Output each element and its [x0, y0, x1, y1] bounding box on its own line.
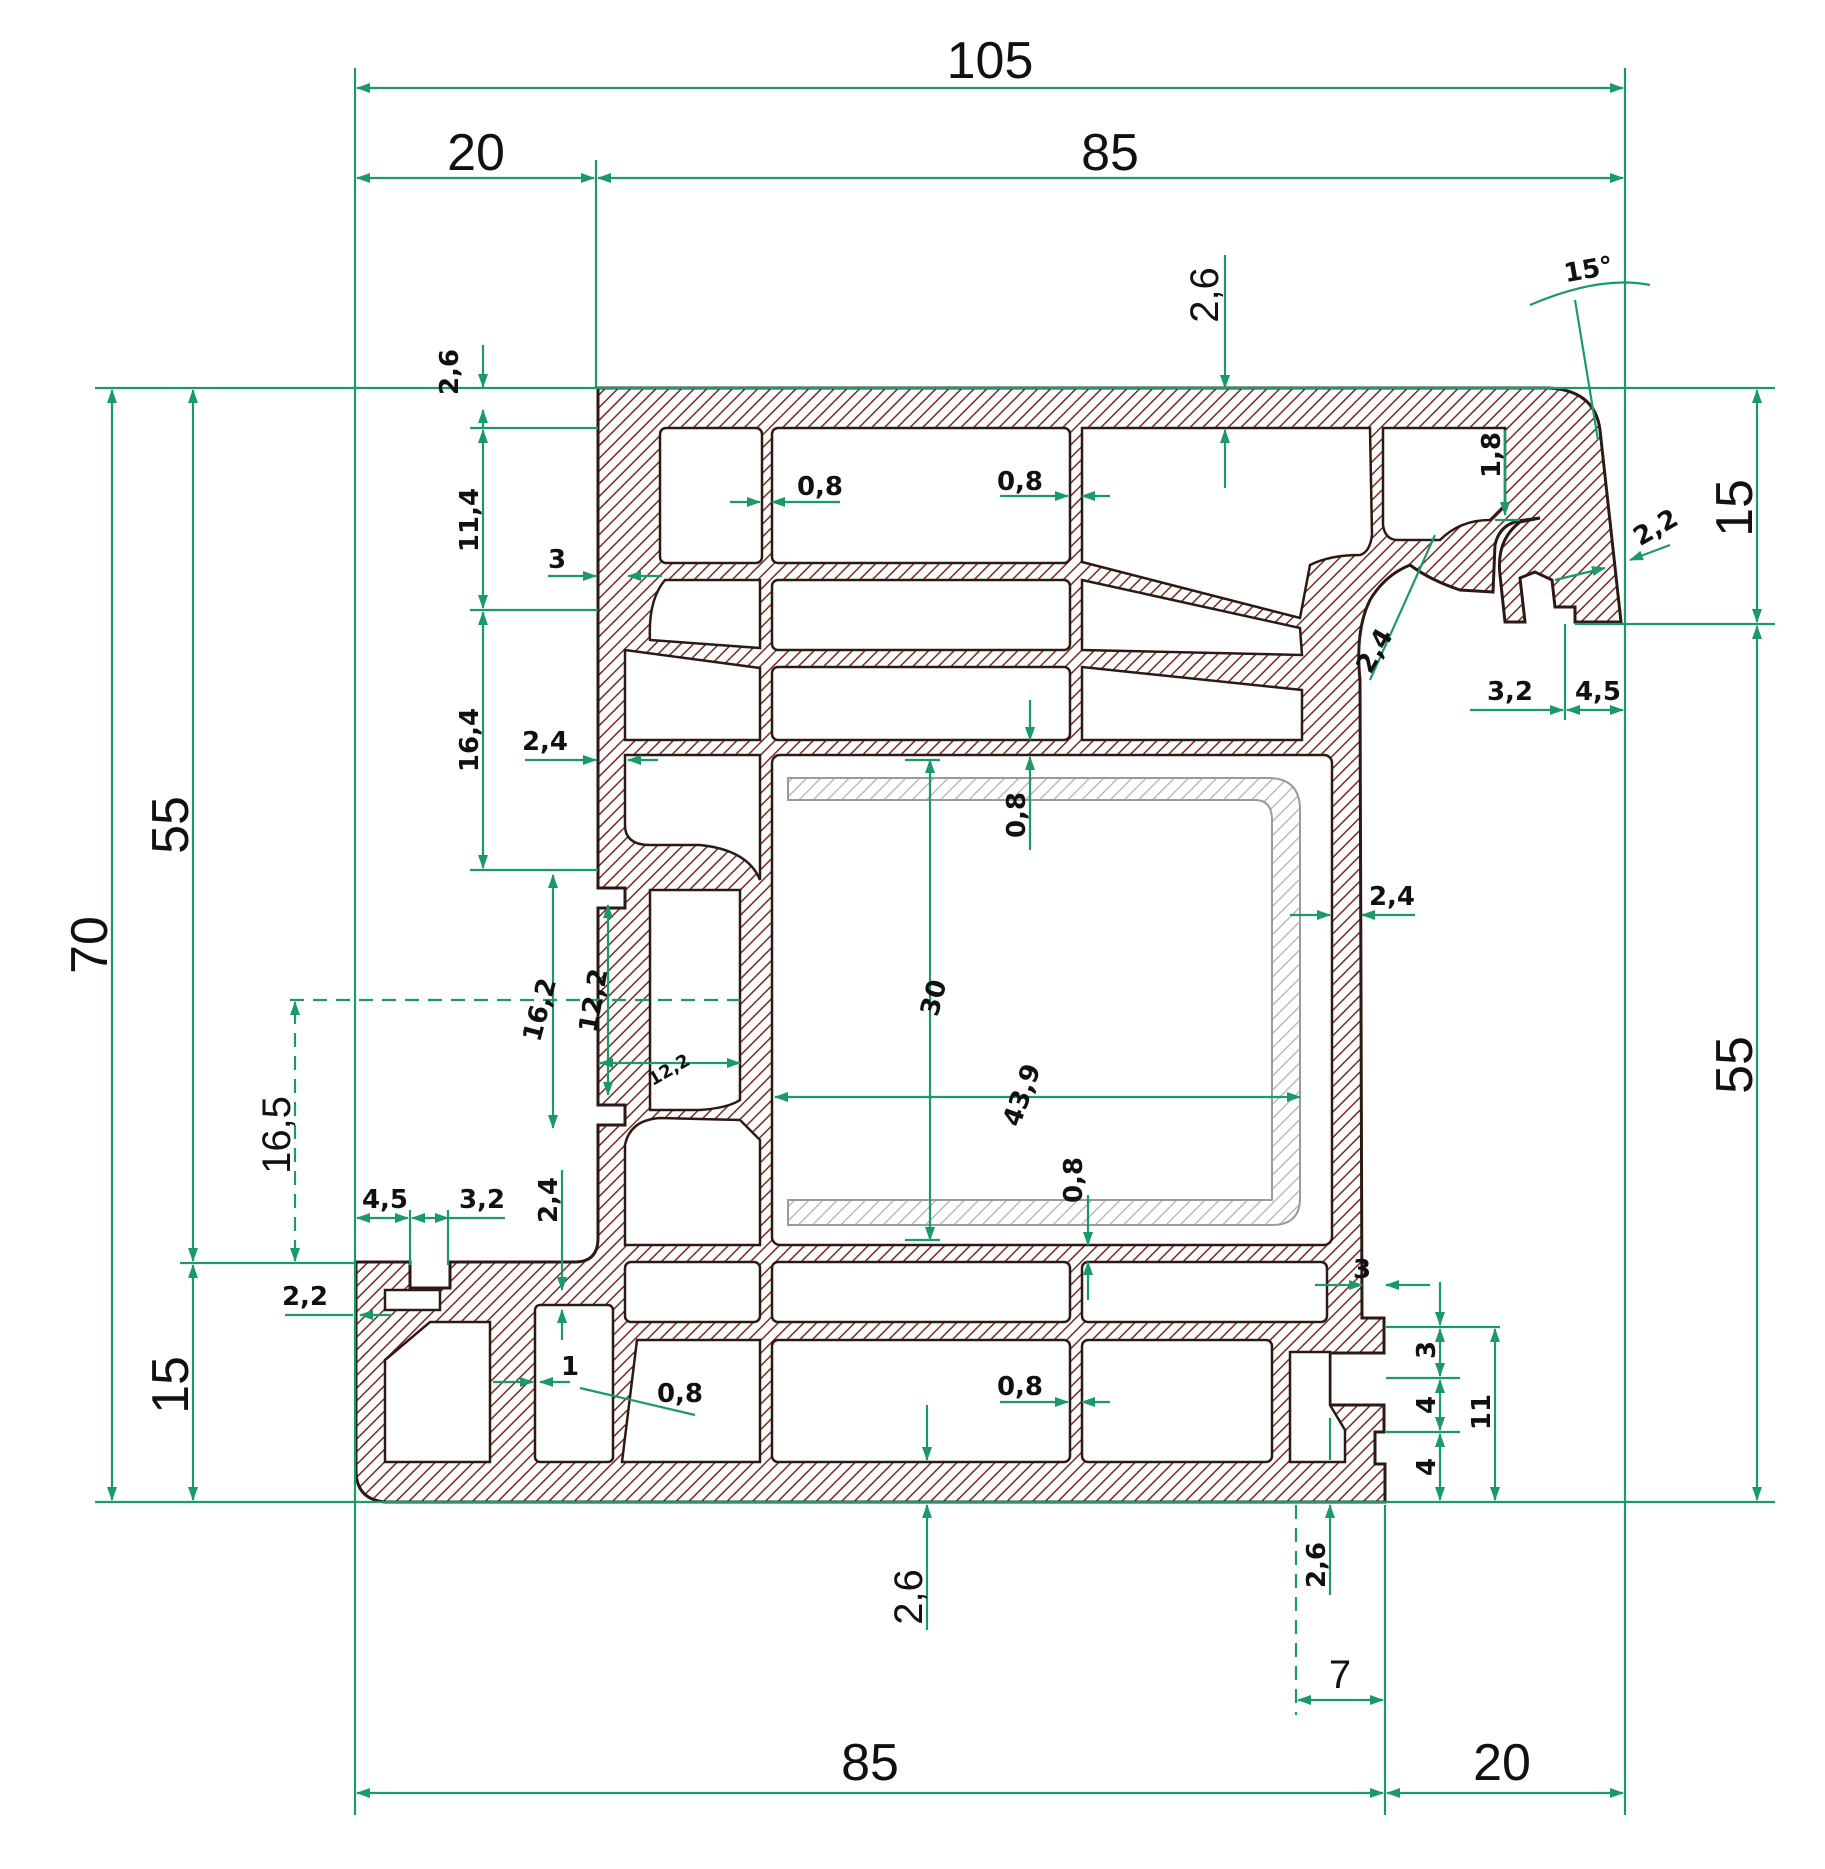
label-top-left-wall: 2,6	[435, 349, 465, 395]
cavity	[770, 1338, 1072, 1464]
label-wall-1-8: 1,8	[1477, 432, 1507, 478]
label-web-f: 0,8	[657, 1379, 703, 1409]
label-right-stack-11: 11	[1467, 1394, 1497, 1430]
label-web-b: 0,8	[997, 467, 1043, 497]
label-gap-4-5-right: 4,5	[1575, 677, 1621, 707]
label-right-height-55: 55	[1706, 1036, 1764, 1094]
label-wall-2-4-right: 2,4	[1369, 882, 1415, 912]
label-wall-1: 1	[561, 1352, 579, 1382]
cavity	[1080, 1338, 1274, 1464]
cavity	[770, 426, 1072, 565]
label-top-wall: 2,6	[1183, 267, 1227, 323]
label-gap-3-2-right: 3,2	[1487, 677, 1533, 707]
label-left-height-15: 15	[142, 1356, 200, 1414]
label-gap-3-2-left: 3,2	[459, 1185, 505, 1215]
label-bottom-right-wall: 2,6	[1302, 1542, 1332, 1588]
cavity	[620, 1338, 762, 1464]
label-web-d: 0,8	[1059, 1157, 1089, 1203]
main-chamber	[770, 753, 1334, 1247]
pvc-profile	[354, 386, 1623, 1504]
label-top-left-width: 20	[447, 124, 505, 182]
cavity	[648, 578, 762, 650]
label-left-height-55: 55	[142, 796, 200, 854]
label-right-stack-4b: 4	[1412, 1458, 1442, 1476]
label-web-a: 0,8	[797, 472, 843, 502]
cavity	[658, 426, 764, 565]
label-top-right-width: 85	[1081, 124, 1139, 182]
label-wall-2-4-bottom: 2,4	[534, 1177, 564, 1223]
label-right-height-15: 15	[1706, 479, 1764, 537]
label-overall-height: 70	[61, 916, 119, 974]
steel-reinforcement	[787, 777, 1301, 1226]
cavity	[383, 1288, 442, 1312]
label-web-c: 0,8	[1002, 792, 1032, 838]
cavity	[623, 753, 762, 881]
label-wall-2-4-left: 2,4	[522, 727, 568, 757]
label-height-16-4: 16,4	[455, 708, 485, 772]
dimension-labels: 105 20 85 85 20 70 55 15 15 55 2,6 2,6 2…	[61, 32, 1764, 1792]
cavity	[770, 1260, 1072, 1324]
label-height-11-4: 11,4	[455, 488, 485, 552]
label-offset-7: 7	[1329, 1653, 1351, 1697]
cavity	[1080, 665, 1304, 742]
cavity	[623, 648, 762, 742]
cavity	[383, 1320, 492, 1464]
label-height-16-2: 16,2	[517, 975, 563, 1045]
label-overall-width: 105	[947, 32, 1034, 90]
label-web-e: 0,8	[997, 1372, 1043, 1402]
cavity	[623, 1116, 762, 1247]
dimension-lines	[95, 68, 1775, 1815]
label-wall-3-left: 3	[548, 545, 566, 575]
label-right-stack-4a: 4	[1412, 1396, 1442, 1414]
label-wall-2-2-right: 2,2	[1629, 504, 1684, 553]
cavity	[1288, 1350, 1347, 1464]
cavity	[1080, 426, 1374, 620]
label-bottom-wall: 2,6	[887, 1569, 931, 1625]
label-wall-2-2-left: 2,2	[282, 1282, 328, 1312]
label-bottom-left-width: 85	[841, 1734, 899, 1792]
cavity	[1080, 578, 1304, 657]
cavity	[770, 578, 1072, 652]
cavity	[1080, 1260, 1329, 1324]
cavity	[623, 1260, 762, 1324]
label-bottom-right-width: 20	[1473, 1734, 1531, 1792]
label-gap-4-5-left: 4,5	[362, 1185, 408, 1215]
label-height-16-5: 16,5	[255, 1096, 299, 1174]
label-wall-3-right: 3	[1353, 1255, 1371, 1285]
cavity	[1381, 426, 1507, 542]
cavity	[770, 665, 1072, 742]
cavity	[533, 1303, 615, 1464]
label-right-stack-3: 3	[1412, 1341, 1442, 1359]
